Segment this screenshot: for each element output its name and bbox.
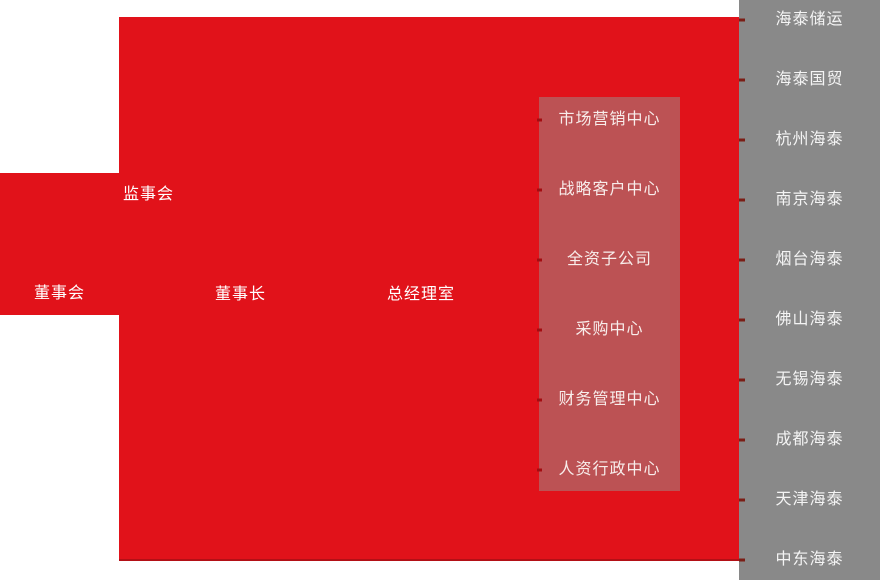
connector-tick-icon — [537, 468, 542, 472]
center-item: 全资子公司 — [537, 251, 680, 268]
connector-tick-icon — [537, 398, 542, 402]
connector-tick-icon — [739, 258, 745, 262]
connector-tick-icon — [739, 558, 745, 562]
connector-tick-icon — [739, 498, 745, 502]
subsidiary-label: 南京海泰 — [775, 191, 844, 208]
connector-tick-icon — [739, 378, 745, 382]
connector-tick-icon — [739, 438, 745, 442]
chairman-label: 董事长 — [215, 286, 267, 303]
center-item: 市场营销中心 — [537, 111, 680, 128]
center-item: 战略客户中心 — [537, 181, 680, 198]
connector-tick-icon — [537, 118, 542, 122]
supervisory-board-label: 监事会 — [123, 186, 175, 203]
connector-tick-icon — [739, 198, 745, 202]
center-label: 全资子公司 — [566, 251, 652, 268]
subsidiary-label: 无锡海泰 — [775, 371, 844, 388]
subsidiary-item: 无锡海泰 — [739, 372, 880, 388]
subsidiary-item: 杭州海泰 — [739, 132, 880, 148]
center-label: 市场营销中心 — [558, 111, 661, 128]
center-item: 财务管理中心 — [537, 391, 680, 408]
subsidiary-item: 成都海泰 — [739, 432, 880, 448]
connector-tick-icon — [537, 258, 542, 262]
subsidiary-item: 海泰国贸 — [739, 72, 880, 88]
subsidiary-label: 佛山海泰 — [775, 311, 844, 328]
subsidiary-item: 烟台海泰 — [739, 252, 880, 268]
board-label: 董事会 — [33, 285, 85, 302]
center-label: 战略客户中心 — [558, 181, 661, 198]
center-item: 采购中心 — [537, 321, 680, 338]
subsidiary-item: 海泰储运 — [739, 12, 880, 28]
subsidiary-item: 天津海泰 — [739, 492, 880, 508]
center-label: 财务管理中心 — [558, 391, 661, 408]
connector-tick-icon — [739, 78, 745, 82]
subsidiary-item: 南京海泰 — [739, 192, 880, 208]
subsidiary-item: 中东海泰 — [739, 552, 880, 568]
subsidiary-label: 烟台海泰 — [775, 251, 844, 268]
subsidiary-label: 成都海泰 — [775, 431, 844, 448]
subsidiary-item: 佛山海泰 — [739, 312, 880, 328]
subsidiary-label: 海泰储运 — [775, 11, 844, 28]
subsidiary-label: 天津海泰 — [775, 491, 844, 508]
connector-tick-icon — [739, 18, 745, 22]
center-item: 人资行政中心 — [537, 461, 680, 478]
connector-tick-icon — [537, 188, 542, 192]
board-block: 董事会 — [0, 173, 119, 315]
subsidiary-label: 海泰国贸 — [775, 71, 844, 88]
gm-office-label: 总经理室 — [387, 286, 456, 303]
subsidiary-label: 杭州海泰 — [775, 131, 844, 148]
centers-column: 市场营销中心 战略客户中心 全资子公司 采购中心 财务管理中心 人资行政中心 — [537, 97, 680, 491]
center-label: 采购中心 — [575, 321, 644, 338]
subsidiaries-column: 海泰储运 海泰国贸 杭州海泰 南京海泰 烟台海泰 佛山海泰 无锡海泰 — [739, 0, 880, 580]
subsidiary-label: 中东海泰 — [775, 551, 844, 568]
center-label: 人资行政中心 — [558, 461, 661, 478]
connector-tick-icon — [739, 318, 745, 322]
connector-tick-icon — [537, 328, 542, 332]
connector-tick-icon — [739, 138, 745, 142]
